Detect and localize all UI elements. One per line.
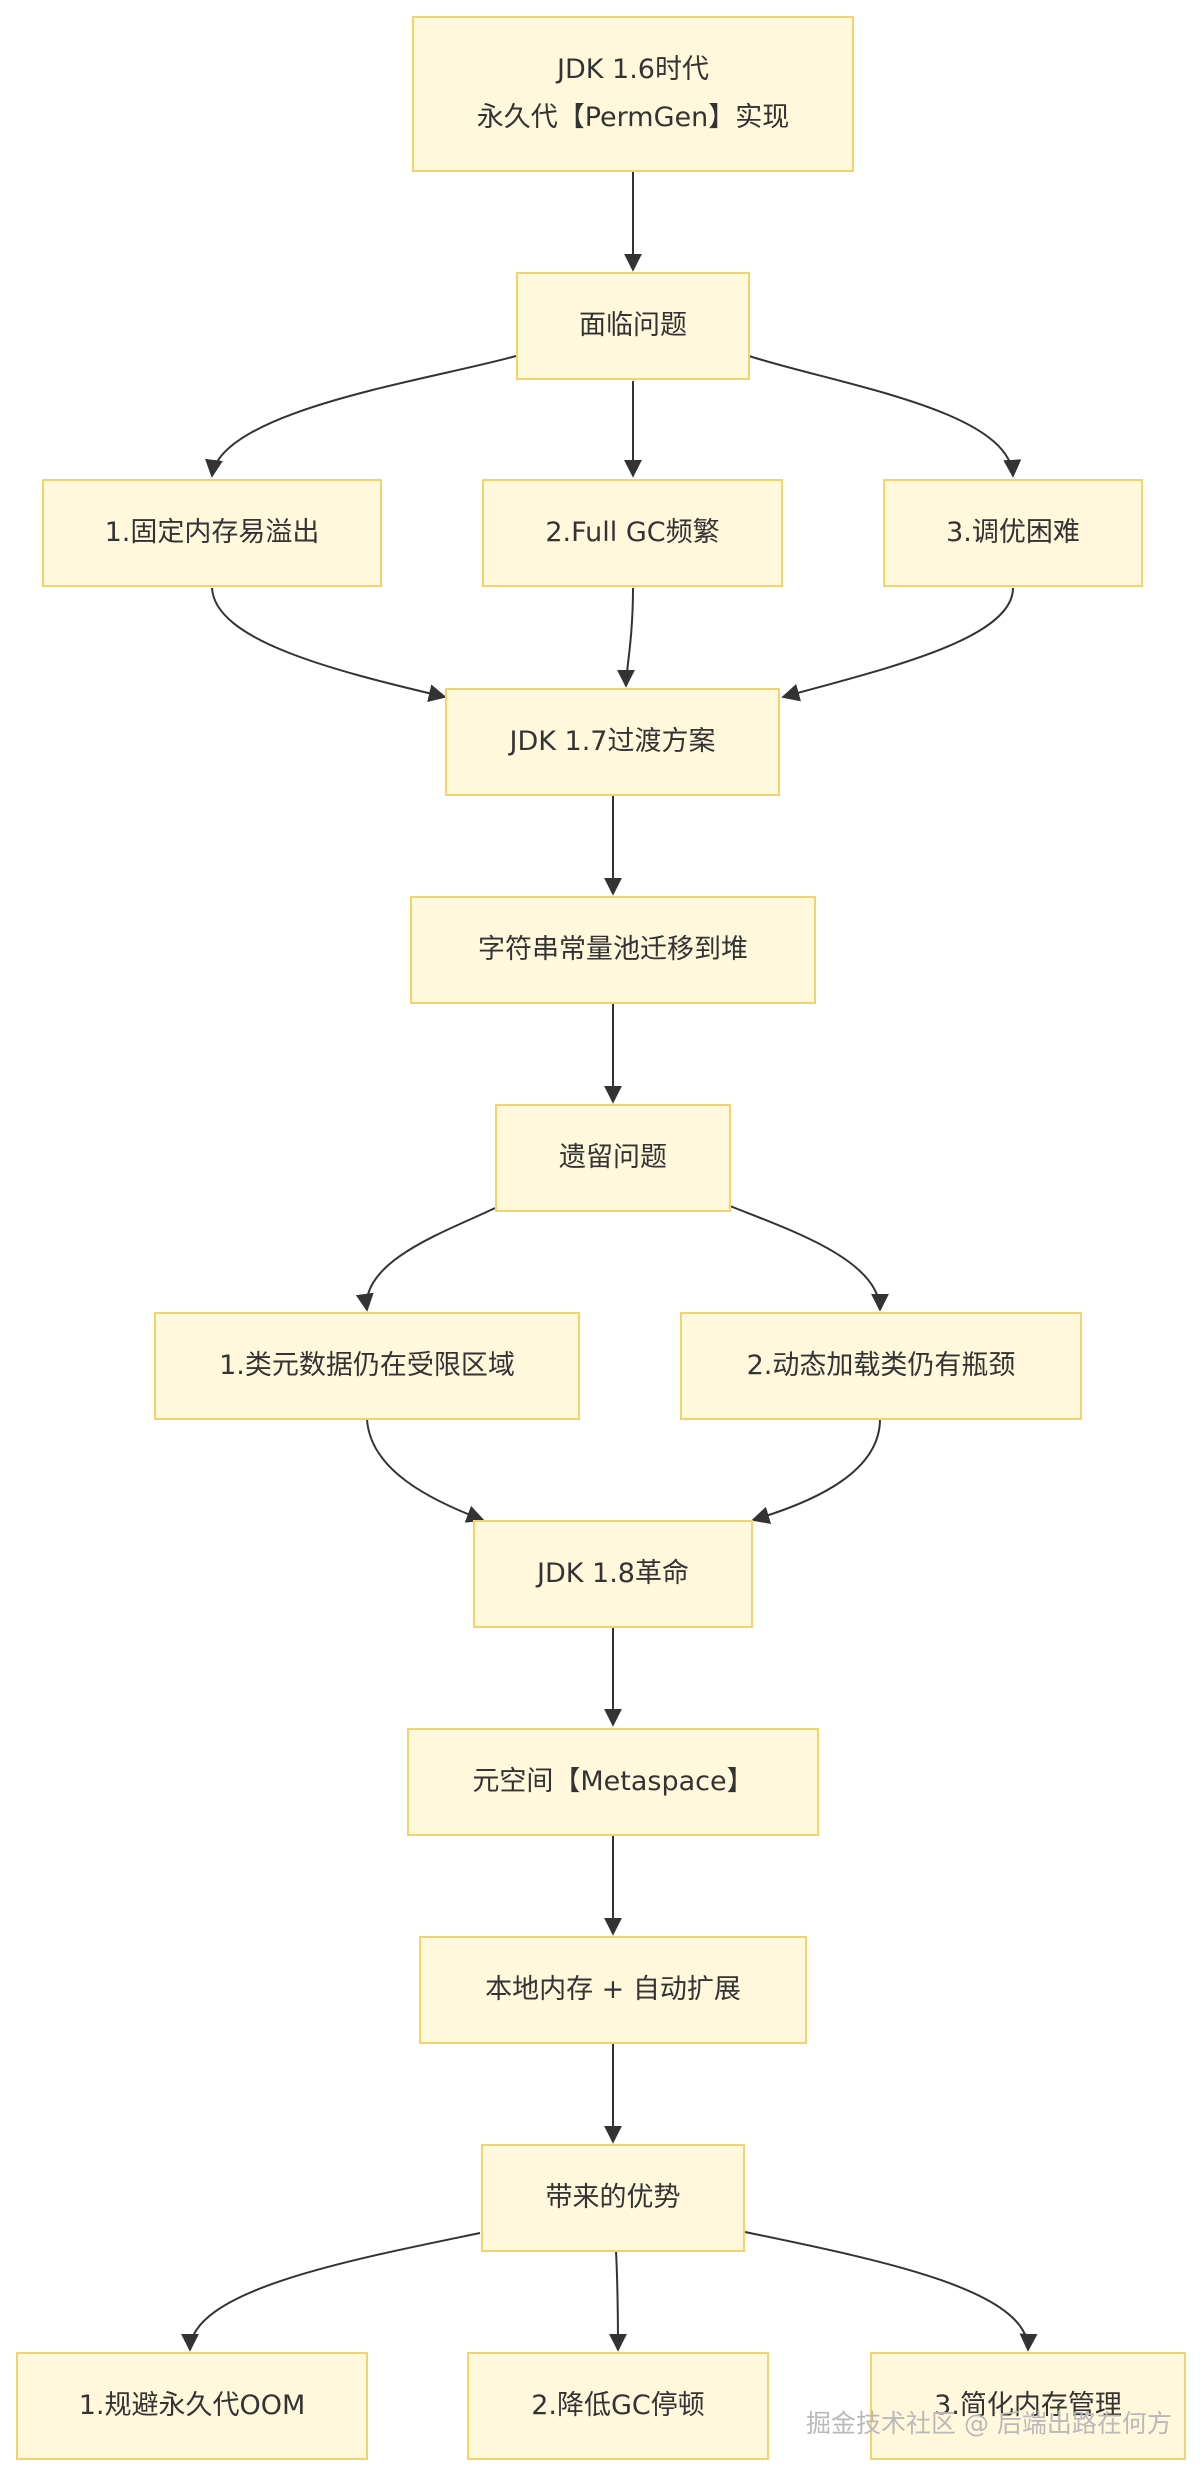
node-jdk18: JDK 1.8革命 xyxy=(473,1520,753,1628)
node-legacy-1-label: 1.类元数据仍在受限区域 xyxy=(219,1350,515,1381)
node-problems-label: 面临问题 xyxy=(579,310,687,341)
node-jdk16-subtitle: 永久代【PermGen】实现 xyxy=(476,102,790,133)
node-advantage-1-label: 1.规避永久代OOM xyxy=(78,2390,306,2421)
edge-l1-jdk18 xyxy=(366,1418,485,1523)
node-advantage-2: 2.降低GC停顿 xyxy=(467,2352,769,2460)
node-jdk17: JDK 1.7过渡方案 xyxy=(445,688,780,796)
edge-problems-p1 xyxy=(205,355,517,478)
node-metaspace: 元空间【Metaspace】 xyxy=(407,1728,819,1836)
node-problem-2-label: 2.Full GC频繁 xyxy=(545,517,720,548)
node-advantage-1: 1.规避永久代OOM xyxy=(16,2352,368,2460)
node-advantage-3-label: 3.简化内存管理 xyxy=(934,2390,1122,2421)
edge-advantages-a3 xyxy=(744,2231,1038,2352)
edge-problems-p3 xyxy=(748,355,1022,478)
node-problem-1-label: 1.固定内存易溢出 xyxy=(104,517,320,548)
edge-advantages-a2 xyxy=(608,2250,627,2352)
edge-p2-jdk17 xyxy=(617,587,636,688)
node-problem-1: 1.固定内存易溢出 xyxy=(42,479,382,587)
node-advantages: 带来的优势 xyxy=(481,2144,745,2252)
node-problems: 面临问题 xyxy=(516,272,750,380)
node-advantage-3: 3.简化内存管理 xyxy=(870,2352,1186,2460)
node-problem-3-label: 3.调优困难 xyxy=(946,517,1080,548)
node-native-memory: 本地内存 + 自动扩展 xyxy=(419,1936,807,2044)
edge-legacy-l1 xyxy=(355,1207,496,1312)
node-string-pool: 字符串常量池迁移到堆 xyxy=(410,896,816,1004)
node-legacy-label: 遗留问题 xyxy=(559,1142,667,1173)
node-legacy-2: 2.动态加载类仍有瓶颈 xyxy=(680,1312,1082,1420)
node-problem-3: 3.调优困难 xyxy=(883,479,1143,587)
node-advantages-label: 带来的优势 xyxy=(545,2182,681,2213)
node-jdk18-label: JDK 1.8革命 xyxy=(537,1558,689,1589)
node-legacy-2-label: 2.动态加载类仍有瓶颈 xyxy=(746,1350,1016,1381)
node-jdk17-label: JDK 1.7过渡方案 xyxy=(509,726,716,757)
edge-p1-jdk17 xyxy=(211,587,447,703)
node-legacy: 遗留问题 xyxy=(495,1104,731,1212)
node-legacy-1: 1.类元数据仍在受限区域 xyxy=(154,1312,580,1420)
edge-legacy-l2 xyxy=(729,1205,889,1312)
node-jdk16-title: JDK 1.6时代 xyxy=(557,54,709,85)
node-jdk16: JDK 1.6时代 永久代【PermGen】实现 xyxy=(412,16,854,172)
watermark: 掘金技术社区 @ 后端出路在何方 xyxy=(806,2409,1172,2438)
node-problem-2: 2.Full GC频繁 xyxy=(482,479,783,587)
edge-l2-jdk18 xyxy=(751,1418,881,1524)
edge-advantages-a1 xyxy=(181,2232,481,2352)
node-metaspace-label: 元空间【Metaspace】 xyxy=(472,1766,754,1797)
node-advantage-2-label: 2.降低GC停顿 xyxy=(531,2390,705,2421)
node-string-pool-label: 字符串常量池迁移到堆 xyxy=(478,934,748,965)
edge-p3-jdk17 xyxy=(781,587,1014,702)
node-native-memory-label: 本地内存 + 自动扩展 xyxy=(485,1974,741,2005)
